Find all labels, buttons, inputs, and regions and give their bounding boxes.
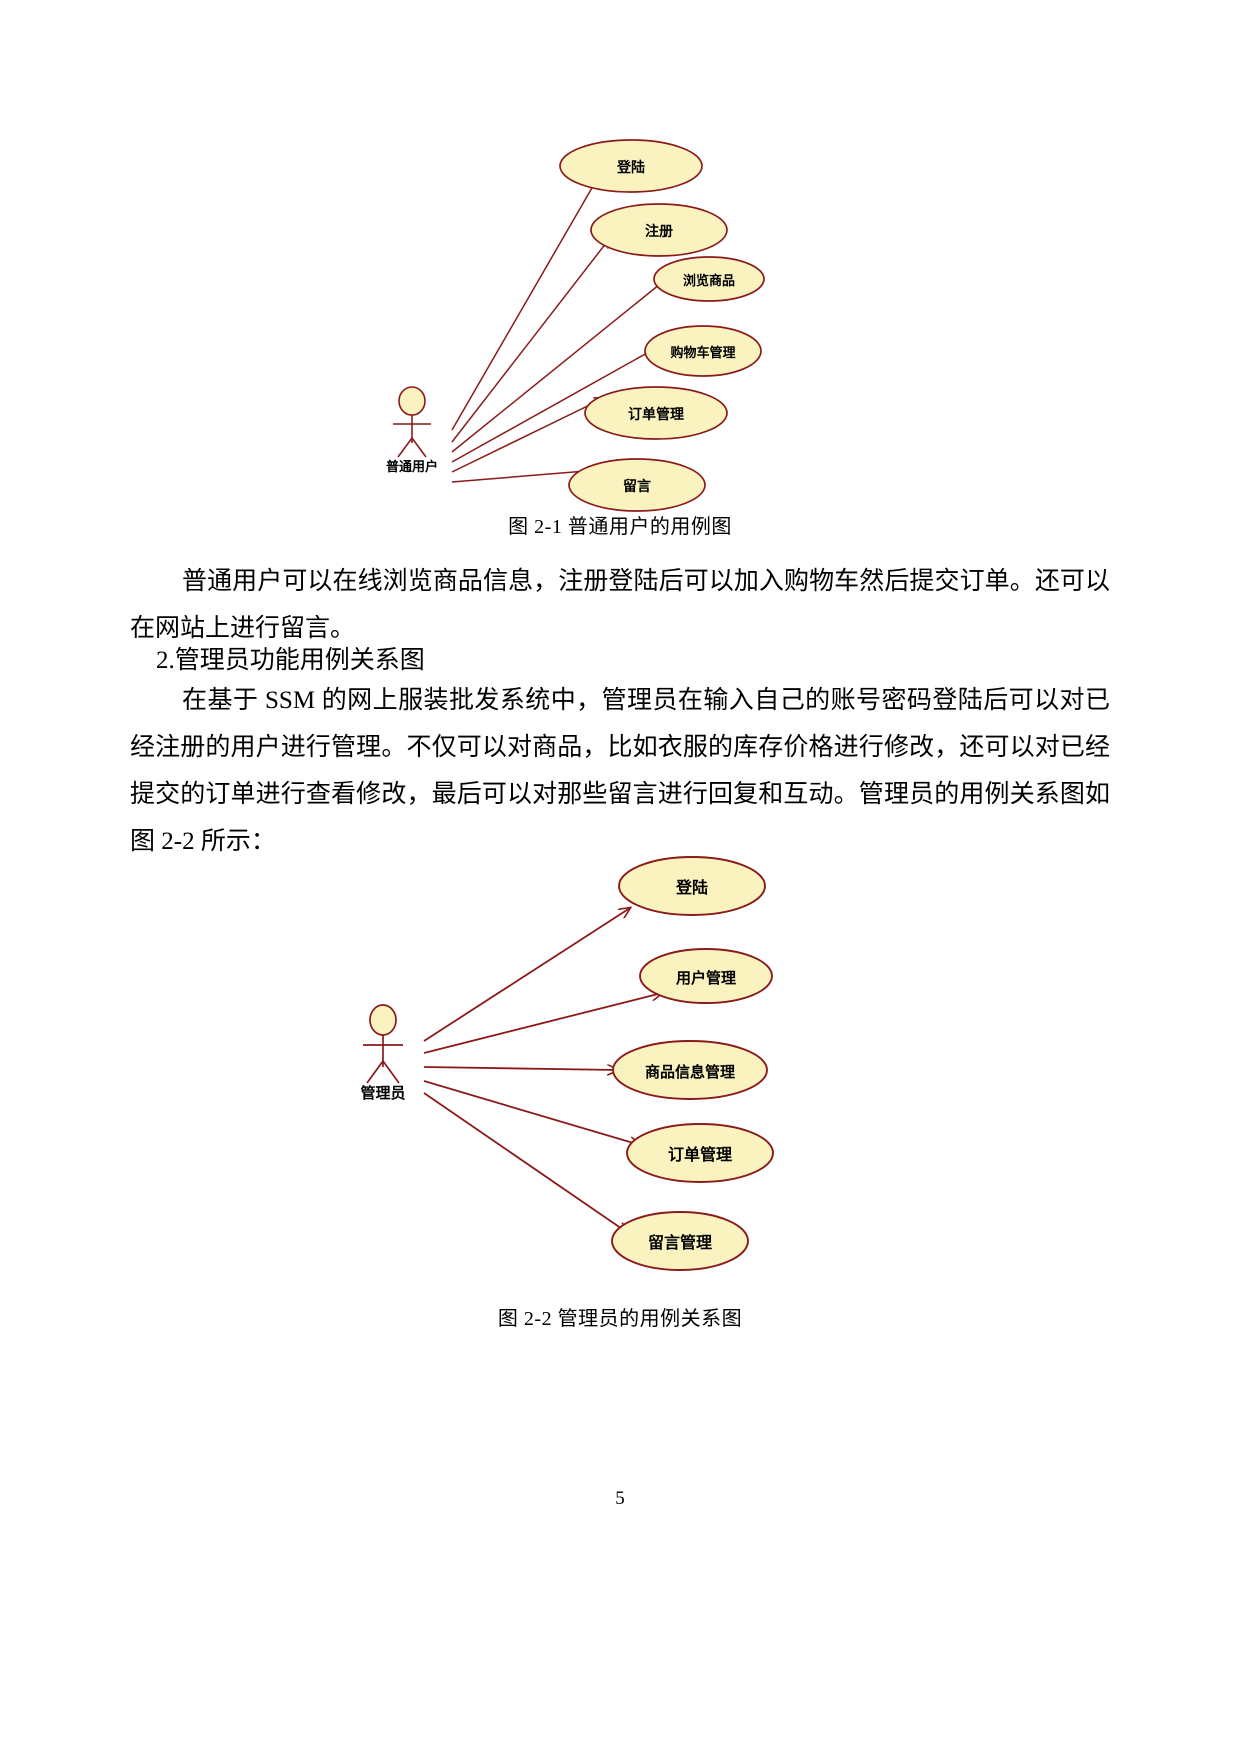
usecase-ellipse (611, 1211, 749, 1271)
heading-admin-usecase: 2.管理员功能用例关系图 (156, 647, 425, 674)
figure-usecase-admin: 管理员 登陆 用户管理 商品信息管理 (0, 845, 1240, 1295)
arrow-to-order-management (423, 1080, 640, 1145)
association-arrows (423, 908, 662, 1233)
usecase-label: 登陆 (616, 159, 645, 175)
arrow-to-order-management (451, 398, 604, 473)
usecase-order-management: 订单管理 (626, 1123, 774, 1183)
usecase-ellipse (612, 1040, 768, 1100)
usecase-ellipse (639, 948, 773, 1004)
usecase-label: 订单管理 (628, 406, 684, 422)
arrow-to-browse-products (451, 280, 665, 453)
actor-head-icon (398, 386, 426, 416)
actor-label: 管理员 (360, 1084, 405, 1102)
arrow-to-login (451, 174, 600, 431)
actor-normal-user: 普通用户 (386, 386, 438, 474)
usecase-register: 注册 (590, 203, 728, 257)
usecase-ellipse (584, 386, 728, 440)
actor-leg-right-line (411, 437, 427, 458)
usecase-cart-management: 购物车管理 (644, 325, 762, 377)
usecase-label: 商品信息管理 (645, 1063, 735, 1081)
actor-label: 普通用户 (386, 459, 438, 474)
usecase-login: 登陆 (559, 139, 703, 193)
usecase-ellipse (618, 856, 766, 916)
figure1-caption: 图 2-1 普通用户的用例图 (508, 516, 732, 538)
usecase-message: 留言 (568, 458, 706, 512)
actor-leg-left-line (366, 1060, 384, 1084)
usecase-label: 订单管理 (668, 1145, 732, 1164)
actor-head-icon (369, 1004, 397, 1036)
arrow-to-register (451, 238, 610, 443)
usecase-product-info-management: 商品信息管理 (612, 1040, 768, 1100)
usecase-ellipse (653, 256, 765, 302)
usecase-login: 登陆 (618, 856, 766, 916)
arrow-to-login (423, 908, 630, 1042)
association-arrows (451, 174, 665, 483)
arrow-to-cart-management (451, 348, 656, 463)
actor-leg-right-line (382, 1060, 400, 1084)
actor-admin: 管理员 (360, 1004, 406, 1102)
usecase-order-management: 订单管理 (584, 386, 728, 440)
usecase-message-management: 留言管理 (611, 1211, 749, 1271)
usecase-browse-products: 浏览商品 (653, 256, 765, 302)
usecase-ellipse (559, 139, 703, 193)
usecase-ellipse (644, 325, 762, 377)
paragraph-normal-user: 普通用户可以在线浏览商品信息，注册登陆后可以加入购物车然后提交订单。还可以在网站… (130, 568, 1110, 642)
paragraph-admin: 在基于 SSM 的网上服装批发系统中，管理员在输入自己的账号密码登陆后可以对已经… (130, 687, 1110, 855)
arrow-to-product-info-management (423, 1067, 618, 1070)
arrow-to-message-management (423, 1092, 628, 1233)
usecase-ellipse (568, 458, 706, 512)
usecase-label: 登陆 (675, 878, 708, 897)
usecase-label: 注册 (645, 223, 673, 239)
usecase-label: 购物车管理 (670, 345, 735, 360)
usecase-label: 留言管理 (648, 1233, 712, 1252)
figure2-caption: 图 2-2 管理员的用例关系图 (497, 1308, 743, 1330)
actor-leg-left-line (397, 437, 413, 458)
usecase-label: 留言 (623, 478, 651, 494)
arrow-to-message (451, 470, 598, 483)
usecase-user-management: 用户管理 (639, 948, 773, 1004)
usecase-ellipse (590, 203, 728, 257)
arrow-to-user-management (423, 993, 662, 1054)
usecase-ellipse (626, 1123, 774, 1183)
usecase-label: 浏览商品 (683, 273, 735, 288)
usecase-label: 用户管理 (676, 969, 736, 987)
figure-usecase-normal-user: 普通用户 登陆 注册 浏览商品 (0, 130, 1240, 520)
page-number: 5 (615, 1488, 625, 1509)
